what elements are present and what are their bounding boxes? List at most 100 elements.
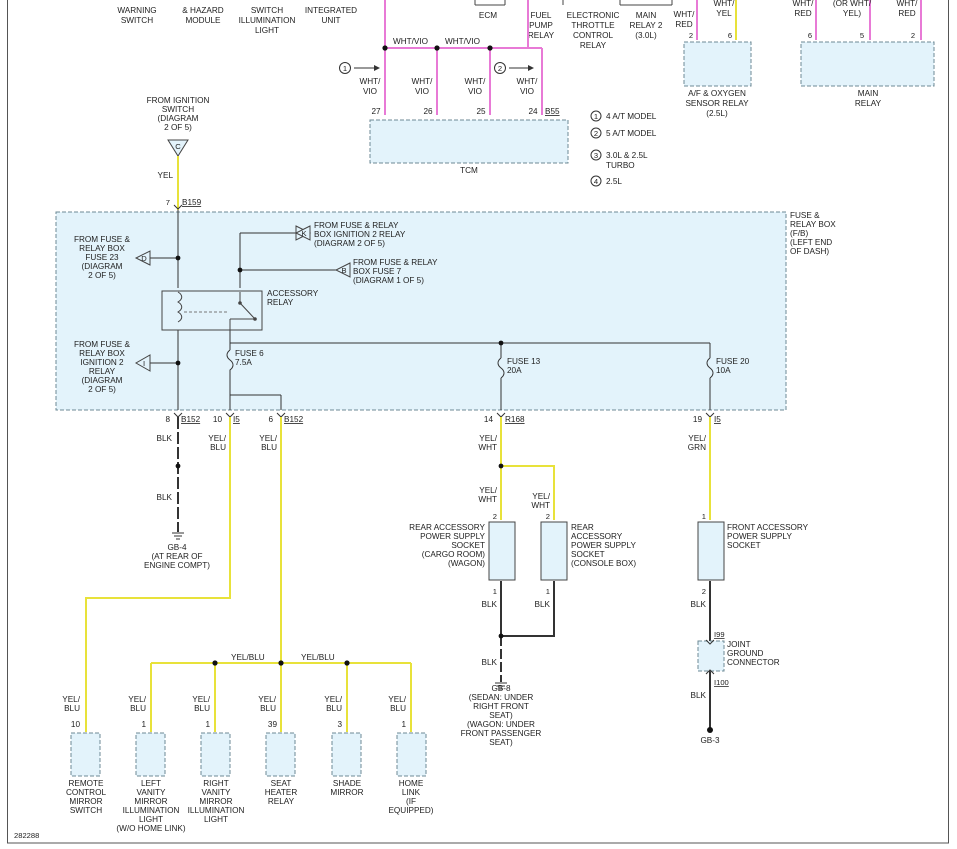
tcm-note-2: 2	[494, 62, 534, 74]
svg-text:YEL/BLU: YEL/BLU	[192, 695, 210, 713]
af-relay-pin-6: 6	[728, 31, 732, 40]
tcm-pins: 27 26 25 24	[371, 107, 538, 116]
svg-text:YEL/BLU: YEL/BLU	[128, 695, 146, 713]
fuse-box-junctions	[175, 255, 504, 366]
load-seat-heater-relay	[265, 732, 296, 777]
front-blk-label-2: BLK	[691, 691, 707, 700]
svg-text:5 A/T MODEL: 5 A/T MODEL	[606, 129, 657, 138]
svg-text:YEL/WHT: YEL/WHT	[478, 434, 497, 452]
svg-text:WHT/VIO: WHT/VIO	[360, 77, 382, 96]
rear-blk-label-2: BLK	[535, 600, 551, 609]
svg-text:I5: I5	[714, 415, 721, 424]
main-relay-pin-5: 5	[860, 31, 864, 40]
yel-blu-bus-label-1: YEL/BLU	[231, 653, 265, 662]
svg-text:39: 39	[268, 720, 278, 729]
svg-text:1: 1	[205, 720, 210, 729]
tcm-wiring	[384, 0, 543, 115]
source-b-connector: B	[334, 262, 351, 278]
svg-text:2: 2	[594, 129, 598, 138]
svg-text:K: K	[301, 229, 306, 238]
tcm-note-1: 1	[339, 62, 380, 74]
joint-connector-box	[697, 640, 725, 672]
svg-text:3: 3	[337, 720, 342, 729]
yel-wht-labels: YEL/WHT YEL/WHT YEL/WHT	[478, 434, 550, 510]
front-socket-box	[697, 521, 725, 581]
svg-text:YEL/BLU: YEL/BLU	[258, 695, 276, 713]
header-ticks	[474, 0, 673, 6]
main-relay-wire-labels: WHT/RED (OR WHT/YEL) WHT/RED	[793, 0, 919, 18]
figure-id: 282288	[14, 831, 39, 840]
legend-item-2: 2 5 A/T MODEL	[590, 127, 657, 139]
tcm-connector: B55	[545, 107, 560, 116]
svg-text:YEL/BLU: YEL/BLU	[388, 695, 406, 713]
load-wire-labels: YEL/BLU YEL/BLU YEL/BLU YEL/BLU YEL/BLU …	[62, 695, 406, 713]
svg-text:27: 27	[371, 107, 381, 116]
fuse-20-symbol	[706, 357, 714, 379]
yel-blu-junctions	[212, 660, 350, 666]
ecm-label: ECM	[479, 11, 497, 20]
svg-text:WHT/VIO: WHT/VIO	[517, 77, 539, 96]
output-pins: 8 B152 10 I5 6 B152 14 R168 19 I5	[165, 415, 721, 424]
tcm-box	[369, 119, 569, 164]
svg-text:I: I	[143, 359, 145, 368]
yel-blu-labels: YEL/BLU YEL/BLU	[208, 434, 277, 452]
svg-text:4: 4	[594, 177, 598, 186]
svg-text:C: C	[175, 142, 181, 151]
rear-socket-pin-top: 2	[493, 512, 497, 521]
rear-blk-label-3: BLK	[482, 658, 498, 667]
gb4-wire-label-2: BLK	[157, 493, 173, 502]
joint-connector-top: I99	[714, 630, 725, 639]
console-socket-pin-top: 2	[546, 512, 550, 521]
gb8-ground-icon	[495, 682, 507, 690]
svg-text:2.5L: 2.5L	[606, 177, 622, 186]
svg-text:I5: I5	[233, 415, 240, 424]
yel-wht-junction	[498, 463, 504, 469]
af-relay-wires	[696, 0, 737, 40]
load-left-vanity-mirror	[135, 732, 166, 777]
gb4-junction	[175, 463, 181, 469]
svg-text:YEL/WHT: YEL/WHT	[478, 486, 497, 504]
svg-text:B152: B152	[284, 415, 304, 424]
ign-wire-label: YEL	[158, 171, 174, 180]
svg-text:8: 8	[165, 415, 170, 424]
af-relay-pin-2: 2	[689, 31, 693, 40]
svg-text:B152: B152	[181, 415, 201, 424]
main-relay-pin-2: 2	[911, 31, 915, 40]
rear-ground-junction	[498, 633, 504, 639]
main-relay-wires	[815, 0, 922, 40]
source-k-connector: K	[294, 225, 312, 241]
yel-blu-bus-label-2: YEL/BLU	[301, 653, 335, 662]
tcm-junctions	[382, 45, 493, 51]
gb4-wire-label-1: BLK	[157, 434, 173, 443]
console-socket-pin-bottom: 1	[546, 587, 550, 596]
rear-ground-wires	[500, 581, 555, 682]
svg-text:24: 24	[528, 107, 538, 116]
accessory-relay	[161, 290, 263, 331]
